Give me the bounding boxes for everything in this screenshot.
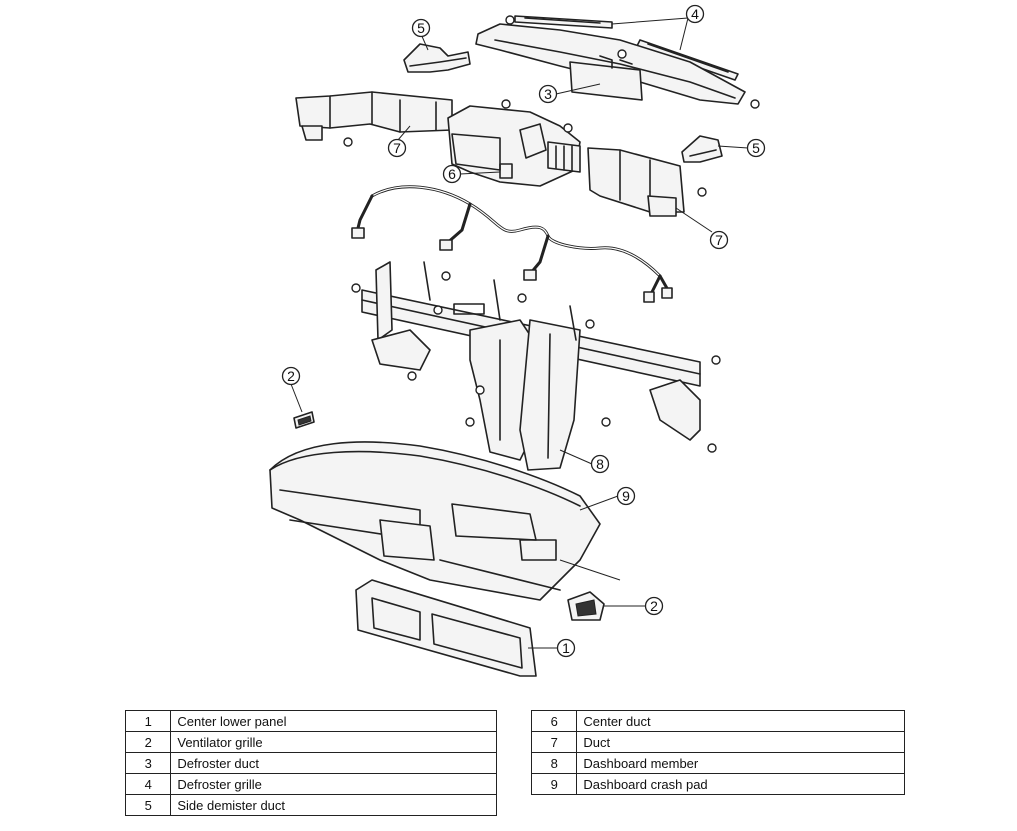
legend-number: 8 xyxy=(530,752,578,774)
screw xyxy=(465,417,475,427)
screw xyxy=(707,443,717,453)
legend-label: Defroster duct xyxy=(170,752,497,774)
screw xyxy=(343,137,353,147)
legend-label: Side demister duct xyxy=(170,794,497,816)
callout-labels: 5 4 3 7 5 6 7 2 8 9 2 1 xyxy=(287,6,760,656)
callouts xyxy=(281,4,766,658)
callout-circle xyxy=(746,138,766,158)
legend-label: Dashboard crash pad xyxy=(576,773,905,795)
center-lower-panel-part xyxy=(355,579,537,677)
callout-9-crash-pad: 9 xyxy=(622,488,630,504)
defroster-grille-part xyxy=(514,15,739,81)
legend-table-right: 6 Center duct 7 Duct 8 Dashboard member … xyxy=(530,710,905,795)
callout-5-side-demister-right: 5 xyxy=(752,140,760,156)
screw xyxy=(441,271,451,281)
callout-circle xyxy=(644,596,664,616)
dashboard-exploded-diagram: 5 4 3 7 5 6 7 2 8 9 2 1 xyxy=(269,4,766,677)
legend-label: Ventilator grille xyxy=(170,731,497,753)
screw xyxy=(601,417,611,427)
screw xyxy=(585,319,595,329)
legend-number: 7 xyxy=(530,731,578,753)
legend-number: 9 xyxy=(530,773,578,795)
side-demister-duct-left-part xyxy=(403,43,471,73)
legend-row: 5 Side demister duct xyxy=(124,794,497,816)
legend-label: Center lower panel xyxy=(170,710,497,732)
callout-7-duct-left: 7 xyxy=(393,140,401,156)
legend-row: 4 Defroster grille xyxy=(124,773,497,795)
callout-circle xyxy=(709,230,729,250)
callout-circle xyxy=(590,454,610,474)
legend-row: 3 Defroster duct xyxy=(124,752,497,774)
center-duct-part xyxy=(447,105,581,187)
callout-4-defroster-grille: 4 xyxy=(691,6,699,22)
callout-circle xyxy=(538,84,558,104)
leader-lines xyxy=(290,17,749,649)
legend-row: 9 Dashboard crash pad xyxy=(530,773,905,795)
screw xyxy=(433,305,443,315)
defroster-duct-part xyxy=(475,23,746,105)
duct-left-part xyxy=(295,91,453,141)
legend-row: 7 Duct xyxy=(530,731,905,753)
callout-circle xyxy=(387,138,407,158)
legend-label: Dashboard member xyxy=(576,752,905,774)
ventilator-grille-right-part xyxy=(567,591,605,621)
legend-label: Defroster grille xyxy=(170,773,497,795)
callout-2-ventilator-grille-left: 2 xyxy=(287,368,295,384)
callout-circle xyxy=(442,164,462,184)
screw xyxy=(407,371,417,381)
legend-label: Duct xyxy=(576,731,905,753)
legend-number: 5 xyxy=(124,794,172,816)
legend-number: 1 xyxy=(124,710,172,732)
callout-circle xyxy=(616,486,636,506)
screw xyxy=(475,385,485,395)
legend-number: 4 xyxy=(124,773,172,795)
legend-row: 8 Dashboard member xyxy=(530,752,905,774)
screw xyxy=(617,49,627,59)
callout-8-dashboard-member: 8 xyxy=(596,456,604,472)
callout-7-duct-right: 7 xyxy=(715,232,723,248)
ventilator-grille-left-part xyxy=(293,411,315,429)
legend-number: 3 xyxy=(124,752,172,774)
callout-circle xyxy=(281,366,301,386)
screw xyxy=(750,99,760,109)
callout-3-defroster-duct: 3 xyxy=(544,86,552,102)
callout-circle xyxy=(411,18,431,38)
screw xyxy=(505,15,515,25)
duct-right-part xyxy=(587,147,685,217)
screw xyxy=(563,123,573,133)
wiring-harness-part xyxy=(351,185,673,303)
callout-2-ventilator-grille-right: 2 xyxy=(650,598,658,614)
screws xyxy=(343,15,760,453)
legend-row: 1 Center lower panel xyxy=(124,710,497,732)
dashboard-crash-pad-part xyxy=(269,441,601,601)
callout-circle xyxy=(556,638,576,658)
screw xyxy=(697,187,707,197)
side-demister-duct-right-part xyxy=(681,135,723,163)
dashboard-member-part xyxy=(361,261,701,471)
screw xyxy=(501,99,511,109)
legend-row: 2 Ventilator grille xyxy=(124,731,497,753)
screw xyxy=(351,283,361,293)
screw xyxy=(711,355,721,365)
screw xyxy=(517,293,527,303)
callout-6-center-duct: 6 xyxy=(448,166,456,182)
callout-circle xyxy=(685,4,705,24)
callout-1-center-lower-panel: 1 xyxy=(562,640,570,656)
legend-label: Center duct xyxy=(576,710,905,732)
legend-number: 2 xyxy=(124,731,172,753)
callout-5-side-demister-left: 5 xyxy=(417,20,425,36)
legend-row: 6 Center duct xyxy=(530,710,905,732)
legend-table-left: 1 Center lower panel 2 Ventilator grille… xyxy=(124,710,497,816)
legend-number: 6 xyxy=(530,710,578,732)
